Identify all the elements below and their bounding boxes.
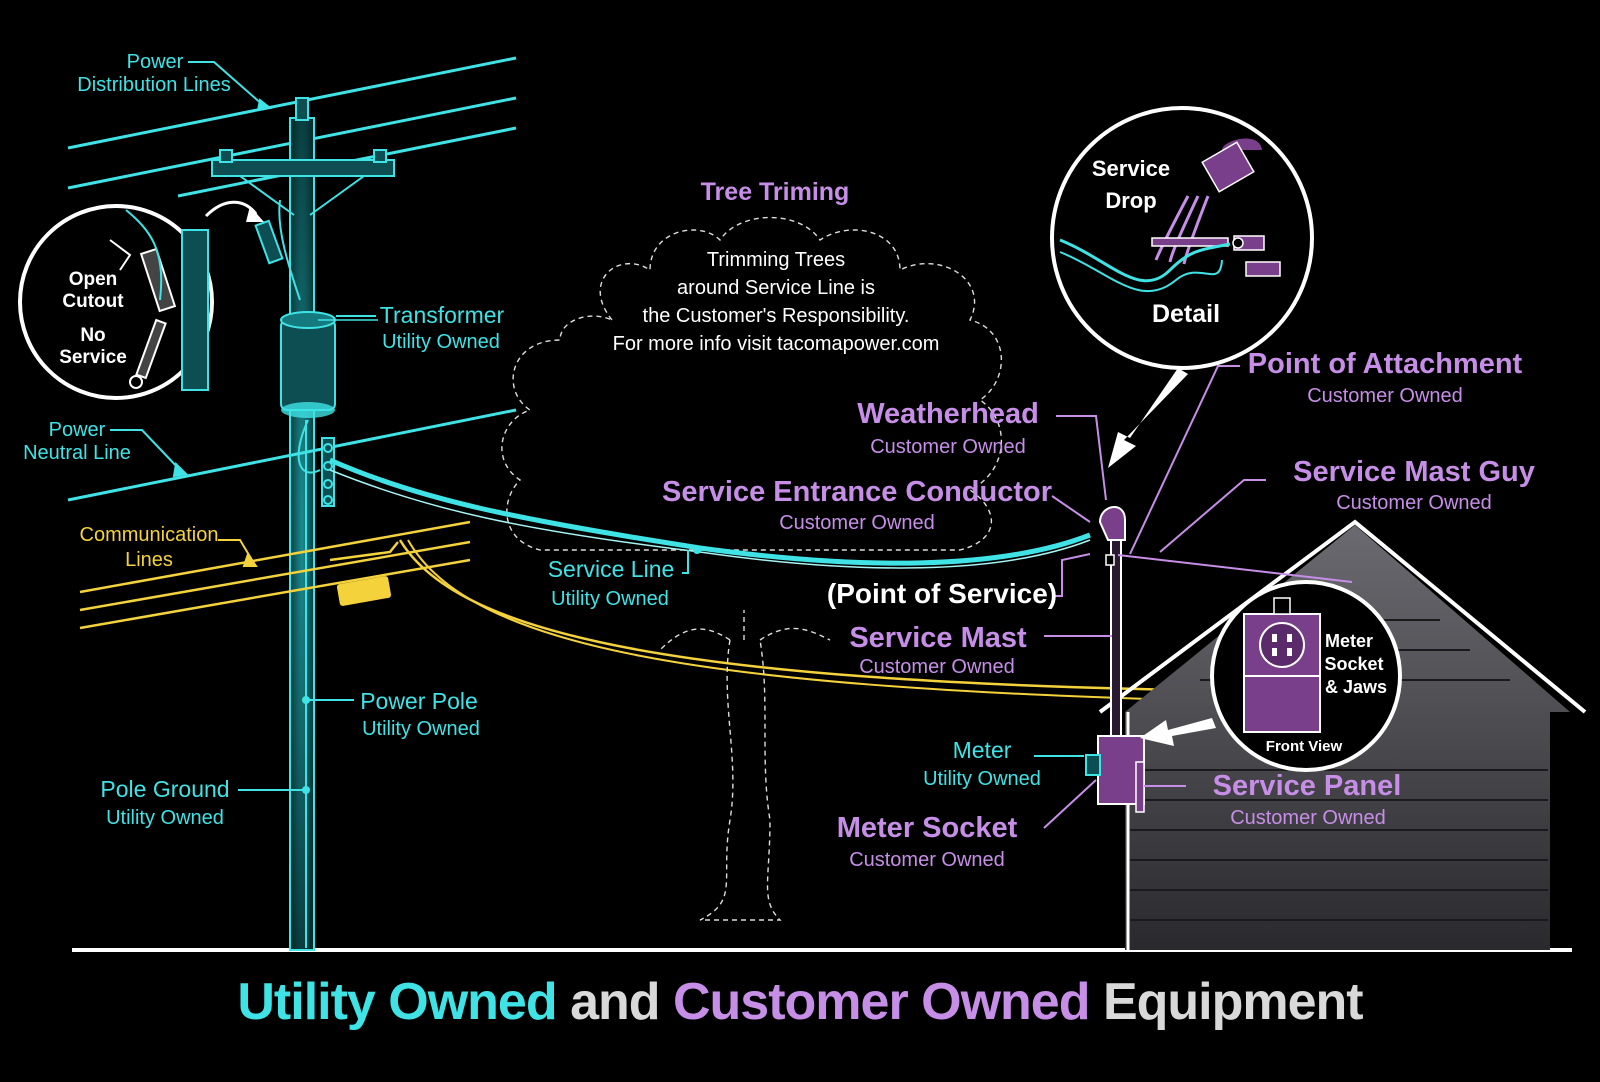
power-distribution-lines-label: Power xyxy=(127,52,184,72)
power-distribution-lines-label-line1: Power xyxy=(126,51,184,73)
customer-leader-lines xyxy=(1043,365,1266,829)
service-drop-detail-caption: Detail xyxy=(1151,300,1221,328)
service-line-owner: Utility Owned xyxy=(551,588,669,610)
point-of-service-label: (Point of Service) xyxy=(826,578,1058,609)
service-mast-owner: Customer Owned xyxy=(859,656,1015,678)
cutout-detail-open: Open xyxy=(68,269,118,290)
pole-ground-owner: Utility Owned xyxy=(106,807,224,829)
meter-detail-circle xyxy=(1210,580,1402,772)
cutout-detail-no: No xyxy=(80,325,106,346)
cutout-detail-arrowhead xyxy=(246,206,264,222)
meter-owner: Utility Owned xyxy=(923,768,1041,790)
cutout-on-pole xyxy=(254,199,301,301)
meter-detail-socket: Socket xyxy=(1324,654,1384,674)
power-neutral-line xyxy=(67,408,517,502)
communication-lines-label-2: Lines xyxy=(125,549,173,571)
meter-detail-jaws: & Jaws xyxy=(1324,677,1388,697)
utility-leader-lines xyxy=(110,61,1084,791)
service-drop-detail-service: Service xyxy=(1091,156,1171,181)
service-mast-guy-label: Service Mast Guy xyxy=(1293,456,1535,488)
footer-and: and xyxy=(570,973,660,1031)
service-line-label: Service Line xyxy=(547,556,675,582)
service-panel-owner: Customer Owned xyxy=(1230,807,1386,829)
service-drop-detail-drop: Drop xyxy=(1105,188,1157,213)
transformer xyxy=(280,311,378,418)
meter-label: Meter xyxy=(952,737,1012,763)
service-mast-guy-owner: Customer Owned xyxy=(1336,492,1492,514)
tree-outline xyxy=(501,216,1002,921)
service-entrance-conductor-owner: Customer Owned xyxy=(779,512,935,534)
service-line-marker xyxy=(693,546,701,554)
meter-detail-meter: Meter xyxy=(1324,631,1374,651)
service-entrance-conductor-label: Service Entrance Conductor xyxy=(662,476,1052,508)
tree-trimming-line1: Trimming Trees xyxy=(706,249,846,271)
communication-leader-line xyxy=(218,539,258,567)
cutout-detail-circle xyxy=(18,204,214,400)
meter-assembly xyxy=(1085,735,1145,813)
power-pole-label: Power Pole xyxy=(360,688,478,714)
point-of-attachment-owner: Customer Owned xyxy=(1307,385,1463,407)
point-of-attachment-label: Point of Attachment xyxy=(1247,348,1523,380)
power-distribution-lines-label-2: Distribution Lines xyxy=(77,74,231,96)
meter-detail-caption: Front View xyxy=(1265,738,1343,755)
service-drop-detail-circle xyxy=(1050,106,1314,370)
tree-trimming-line3: the Customer's Responsibility. xyxy=(642,305,910,327)
weatherhead-label: Weatherhead xyxy=(857,398,1039,430)
communication-drop xyxy=(398,539,1181,692)
power-pole xyxy=(211,97,395,951)
meter-socket-label: Meter Socket xyxy=(836,812,1018,844)
footer-title: Utility Owned and Customer Owned Equipme… xyxy=(0,972,1600,1032)
weatherhead-owner: Customer Owned xyxy=(870,436,1026,458)
pole-ground-label: Pole Ground xyxy=(100,776,230,802)
tree-trimming-line4: For more info visit tacomapower.com xyxy=(612,333,940,355)
footer-utility-owned: Utility Owned xyxy=(237,973,557,1031)
communication-box xyxy=(336,576,392,606)
tree-trimming-line2: around Service Line is xyxy=(677,277,875,299)
transformer-label: Transformer xyxy=(379,302,505,328)
service-mast xyxy=(1098,506,1353,751)
service-mast-label: Service Mast xyxy=(849,622,1027,654)
power-neutral-line-label: Power xyxy=(48,419,106,441)
power-pole-owner: Utility Owned xyxy=(362,718,480,740)
service-panel-label: Service Panel xyxy=(1212,770,1402,802)
communication-lines xyxy=(79,520,471,630)
communication-lines-label: Communication xyxy=(79,524,219,546)
footer-equipment: Equipment xyxy=(1102,973,1364,1031)
service-drop-detail-arrow xyxy=(1108,368,1188,468)
tree-trimming-title: Tree Triming xyxy=(700,178,850,206)
footer-customer-owned: Customer Owned xyxy=(672,973,1090,1031)
cutout-detail-cutout: Cutout xyxy=(62,291,124,312)
meter-socket-owner: Customer Owned xyxy=(849,849,1005,871)
transformer-owner: Utility Owned xyxy=(382,331,500,353)
secondary-rack xyxy=(297,419,335,507)
power-neutral-line-label-2: Neutral Line xyxy=(23,442,131,464)
meter-detail-arrow xyxy=(1140,718,1216,746)
cutout-detail-service: Service xyxy=(59,347,127,368)
